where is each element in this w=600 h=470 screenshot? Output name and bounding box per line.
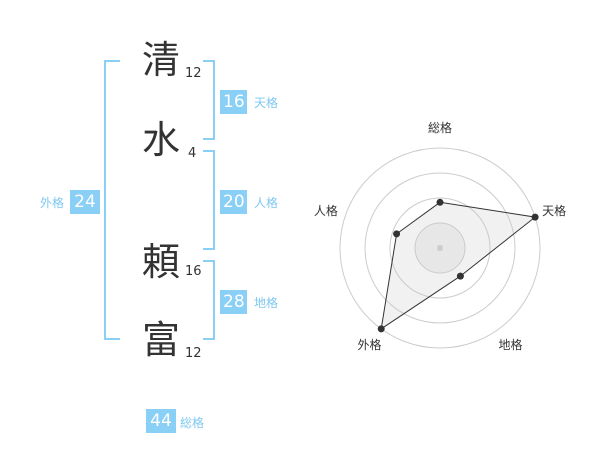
chikaku-label: 地格	[254, 296, 279, 310]
tenkaku-value: 16	[220, 90, 247, 114]
radar-axis-label: 人格	[314, 203, 338, 218]
stroke-count-2: 4	[188, 146, 197, 161]
radar-point	[436, 198, 444, 206]
stroke-count-4: 12	[185, 346, 202, 361]
jinkaku-value: 20	[220, 190, 247, 214]
radar-axis-label: 地格	[498, 337, 522, 352]
chikaku-value: 28	[220, 290, 247, 314]
name-char-2: 水	[142, 118, 181, 162]
radar-center-dot	[437, 245, 443, 251]
gaikaku-value: 24	[70, 190, 100, 214]
soukaku-label: 総格	[180, 416, 205, 430]
soukaku-value: 44	[146, 409, 176, 433]
radar-axis-label: 外格	[357, 337, 381, 352]
name-char-4: 富	[142, 318, 181, 362]
gaikaku-label: 外格	[40, 196, 65, 210]
chikaku-bracket	[203, 260, 215, 340]
stroke-count-3: 16	[185, 264, 202, 279]
stroke-count-1: 12	[185, 66, 202, 81]
tenkaku-bracket	[203, 60, 215, 140]
tenkaku-label: 天格	[254, 96, 279, 110]
radar-point	[393, 230, 401, 238]
name-char-3: 頼	[142, 240, 181, 284]
radar-area	[380, 201, 537, 330]
radar-point	[456, 272, 464, 280]
radar-points	[377, 198, 539, 333]
jinkaku-label: 人格	[254, 196, 279, 210]
radar-point	[377, 325, 385, 333]
radar-ring	[364, 172, 516, 324]
jinkaku-bracket	[203, 150, 215, 250]
radar-point	[531, 213, 539, 221]
radar-ring	[339, 147, 541, 349]
radar-ring	[389, 197, 491, 299]
radar-axis-label: 天格	[542, 203, 566, 218]
radar-axis-label: 総格	[428, 120, 452, 135]
name-char-1: 清	[142, 38, 181, 82]
gaikaku-bracket	[104, 60, 120, 340]
